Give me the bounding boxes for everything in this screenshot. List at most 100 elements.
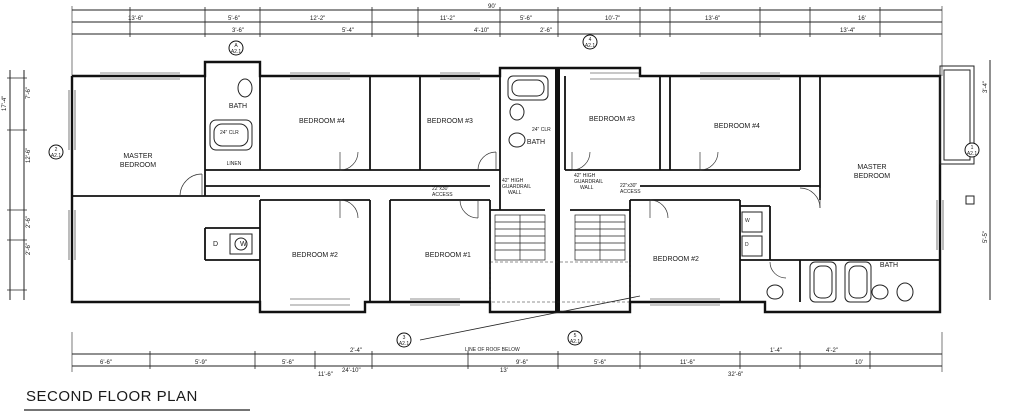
dim-side-4: 2'-6" — [26, 243, 32, 255]
dryer-right — [741, 235, 763, 257]
room-bed4-left: BEDROOM #4 — [299, 118, 345, 125]
toilet-right-2 — [871, 284, 889, 300]
dim-overall: 90' — [488, 4, 496, 10]
room-master-left-2: BEDROOM — [120, 162, 156, 169]
dim-bottom-3: 11'-6" — [318, 372, 333, 378]
section-marker-1 — [228, 40, 244, 56]
dim-side-3: 2'-6" — [26, 216, 32, 228]
section-marker-4 — [964, 142, 980, 158]
balcony-right — [939, 65, 975, 165]
section-marker-5 — [396, 332, 412, 348]
room-bed4-right: BEDROOM #4 — [714, 123, 760, 130]
marker-3-num: 2 — [55, 147, 58, 153]
dim-top-5: 10'-7" — [605, 16, 620, 22]
dim-side-0: 17'-4" — [2, 96, 8, 111]
plumbing-fixtures — [209, 65, 975, 303]
note-attic-right-2: ACCESS — [620, 189, 641, 195]
marker-6-num: 5 — [574, 333, 577, 339]
roof-below-outline — [489, 261, 631, 303]
dim-bottom-7: 5'-6" — [594, 360, 606, 366]
dim-bottom-6: 9'-6" — [516, 360, 528, 366]
dim-side-6: 5'-5" — [983, 231, 989, 243]
room-master-right-2: BEDROOM — [854, 173, 890, 180]
dim-top-11: 2'-6" — [540, 28, 552, 34]
room-master-right-1: MASTER — [857, 164, 886, 171]
tub-left — [209, 119, 253, 151]
room-bath-center: BATH — [527, 139, 545, 146]
marker-2-sheet: A2.1 — [585, 43, 596, 49]
dim-top-2: 12'-2" — [310, 16, 325, 22]
section-marker-3 — [48, 144, 64, 160]
marker-1-num: A — [234, 43, 238, 49]
dim-bottom-4: 24'-10" — [342, 368, 361, 374]
section-marker-2 — [582, 34, 598, 50]
label-d-left: D — [213, 241, 218, 248]
roof-line-leader — [419, 295, 641, 341]
sink-right — [896, 282, 914, 302]
dim-top-7: 16' — [858, 16, 866, 22]
dim-bottom-1: 5'-9" — [195, 360, 207, 366]
tub-right-1 — [809, 261, 837, 303]
party-wall — [555, 68, 560, 312]
room-bed3-left: BEDROOM #3 — [427, 118, 473, 125]
dim-bottom-12: 1'-4" — [770, 348, 782, 354]
dim-side-1: 7'-6" — [26, 87, 32, 99]
note-guardrail-right-2: GUARDRAIL — [574, 179, 603, 185]
exterior-walls — [70, 60, 942, 314]
dim-bottom-10: 10' — [855, 360, 863, 366]
dim-side-2: 12'-6" — [26, 148, 32, 163]
room-bath-right: BATH — [880, 262, 898, 269]
dim-top-1: 5'-6" — [228, 16, 240, 22]
marker-5-sheet: A2.1 — [399, 341, 410, 347]
marker-3-sheet: A2.1 — [51, 153, 62, 159]
toilet-left — [237, 78, 253, 98]
drawing-title: SECOND FLOOR PLAN — [26, 388, 198, 405]
room-bed2-right: BEDROOM #2 — [653, 256, 699, 263]
label-w-right: W — [745, 218, 750, 224]
dim-side-5: 3'-4" — [983, 81, 989, 93]
marker-2-num: 4 — [589, 37, 592, 43]
dim-bottom-0: 6'-6" — [100, 360, 112, 366]
dim-top-10: 4'-10" — [474, 28, 489, 34]
dim-top-9: 5'-4" — [342, 28, 354, 34]
note-guardrail-right-3: WALL — [580, 185, 594, 191]
marker-1-sheet: A2.1 — [231, 49, 242, 55]
section-markers — [48, 34, 980, 348]
marker-4-num: 1 — [971, 145, 974, 151]
toilet-center — [509, 103, 525, 121]
label-w-left: W — [240, 241, 247, 248]
tub-center — [507, 75, 549, 101]
toilet-right-1 — [766, 284, 784, 300]
dim-top-12: 13'-4" — [840, 28, 855, 34]
interior-walls — [72, 76, 940, 302]
note-guardrail-left-1: 42" HIGH — [502, 178, 524, 184]
section-marker-6 — [567, 330, 583, 346]
note-roof-line: LINE OF ROOF BELOW — [465, 347, 520, 353]
note-attic-left-1: 22"x30" — [432, 186, 449, 192]
door-swings — [179, 151, 821, 279]
room-bed1-left: BEDROOM #1 — [425, 252, 471, 259]
dim-top-8: 3'-6" — [232, 28, 244, 34]
note-guardrail-right-1: 42" HIGH — [574, 173, 596, 179]
dim-bottom-9: 32'-6" — [728, 372, 743, 378]
dim-bottom-11: 2'-4" — [350, 348, 362, 354]
room-bed2-left: BEDROOM #2 — [292, 252, 338, 259]
dim-bottom-2: 5'-6" — [282, 360, 294, 366]
room-bath-left: BATH — [229, 103, 247, 110]
dim-bottom-8: 11'-6" — [680, 360, 695, 366]
windows — [68, 72, 944, 306]
dim-top-4: 5'-6" — [520, 16, 532, 22]
label-d-right: D — [745, 242, 749, 248]
post-right — [965, 195, 975, 205]
dim-top-6: 13'-6" — [705, 16, 720, 22]
note-attic-left-2: ACCESS — [432, 192, 453, 198]
stairs — [494, 214, 626, 261]
note-clr-center: 24" CLR — [532, 127, 551, 133]
note-guardrail-left-3: WALL — [508, 190, 522, 196]
note-guardrail-left-2: GUARDRAIL — [502, 184, 531, 190]
room-linen: LINEN — [227, 161, 242, 167]
dim-bottom-13: 4'-2" — [826, 348, 838, 354]
marker-5-num: 3 — [403, 335, 406, 341]
dim-top-0: 13'-6" — [128, 16, 143, 22]
